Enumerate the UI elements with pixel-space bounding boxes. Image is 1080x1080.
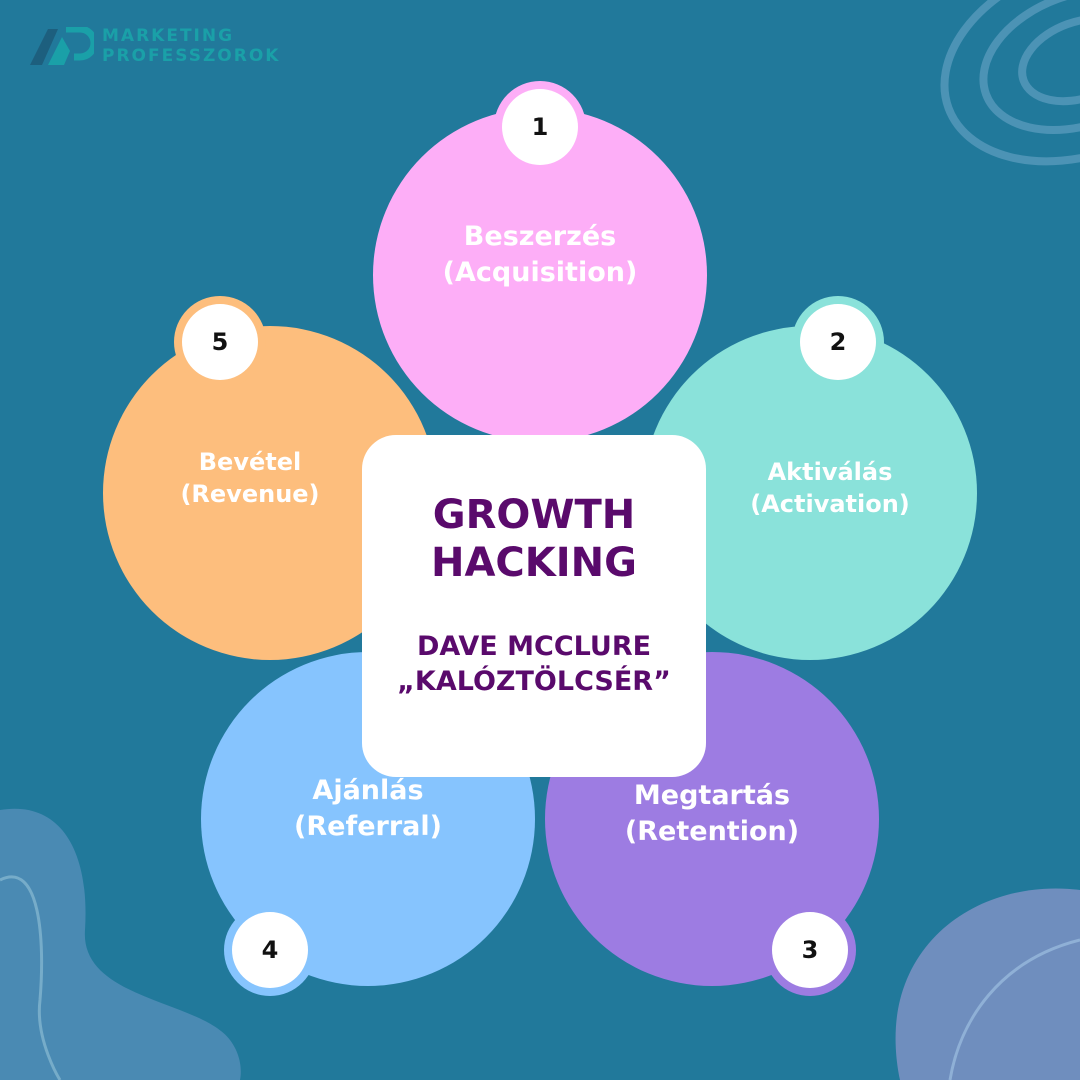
- center-subtitle-line1: DAVE MCCLURE: [416, 631, 652, 662]
- step-badge-4: 4: [224, 904, 316, 996]
- step-sublabel: (Referral): [294, 811, 442, 842]
- center-card: GROWTH HACKING DAVE MCCLURE „KALÓZTÖLCSÉ…: [362, 435, 706, 777]
- step-number: 4: [232, 912, 308, 988]
- step-badge-2: 2: [792, 296, 884, 388]
- center-title-line2: HACKING: [431, 540, 637, 586]
- step-number: 1: [502, 89, 578, 165]
- center-title-line1: GROWTH: [432, 492, 636, 538]
- step-badge-1: 1: [494, 81, 586, 173]
- decorative-blob-right: [895, 888, 1080, 1080]
- step-number: 3: [772, 912, 848, 988]
- step-label: Aktiválás: [767, 457, 893, 486]
- step-label: Beszerzés: [463, 220, 617, 252]
- step-circle-acquisition: Beszerzés (Acquisition): [373, 108, 707, 442]
- step-sublabel: (Activation): [750, 490, 910, 518]
- step-label: Megtartás: [633, 779, 791, 811]
- step-label: Ajánlás: [312, 774, 424, 806]
- logo-line2: PROFESSZOROK: [102, 46, 281, 66]
- step-number: 2: [800, 304, 876, 380]
- step-number: 5: [182, 304, 258, 380]
- logo-mark: [30, 27, 94, 65]
- step-badge-5: 5: [174, 296, 266, 388]
- step-sublabel: (Revenue): [180, 480, 320, 508]
- step-label: Bevétel: [198, 447, 302, 476]
- step-sublabel: (Retention): [624, 816, 800, 847]
- step-badge-3: 3: [764, 904, 856, 996]
- center-subtitle-line2: „KALÓZTÖLCSÉR”: [397, 666, 671, 698]
- logo-line1: MARKETING: [102, 26, 235, 47]
- step-sublabel: (Acquisition): [442, 257, 638, 288]
- decorative-blob-left: [0, 808, 241, 1080]
- brand-logo: MARKETING PROFESSZOROK: [30, 27, 280, 67]
- decorative-rings: [940, 0, 1080, 166]
